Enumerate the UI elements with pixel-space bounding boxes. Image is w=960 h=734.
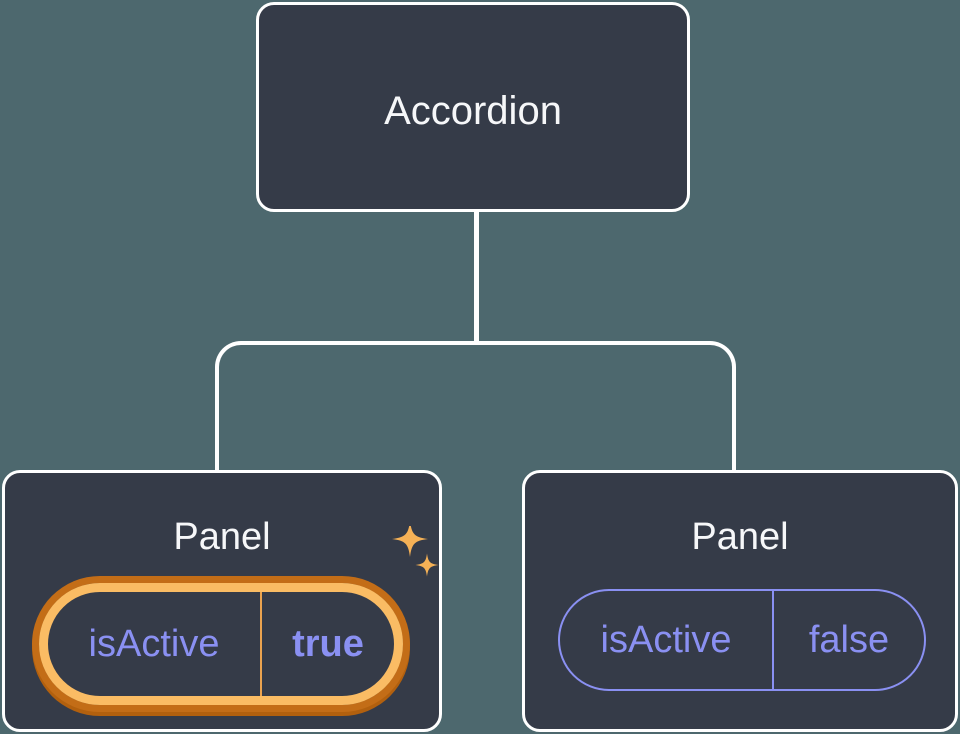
accordion-node-label: Accordion [384, 89, 562, 133]
state-prop-name: isActive [600, 618, 732, 661]
tree-node-panel-inactive: Panel isActive false [522, 470, 958, 732]
connector-branch-bracket [215, 341, 736, 472]
sparkle-icon [392, 526, 439, 577]
panel-node-label: Panel [173, 516, 271, 558]
state-prop-name: isActive [88, 622, 220, 665]
pill-divider [260, 592, 262, 696]
state-prop-value: true [292, 622, 364, 665]
state-pill-inactive: isActive false [558, 589, 926, 691]
state-pill-active: isActive true [39, 583, 403, 705]
tree-node-panel-active: Panel isActive true [2, 470, 442, 732]
pill-divider [772, 591, 774, 689]
connector-root-stem [474, 210, 479, 344]
state-prop-value: false [808, 618, 890, 661]
tree-node-accordion: Accordion [256, 2, 690, 212]
panel-node-label: Panel [691, 516, 789, 558]
